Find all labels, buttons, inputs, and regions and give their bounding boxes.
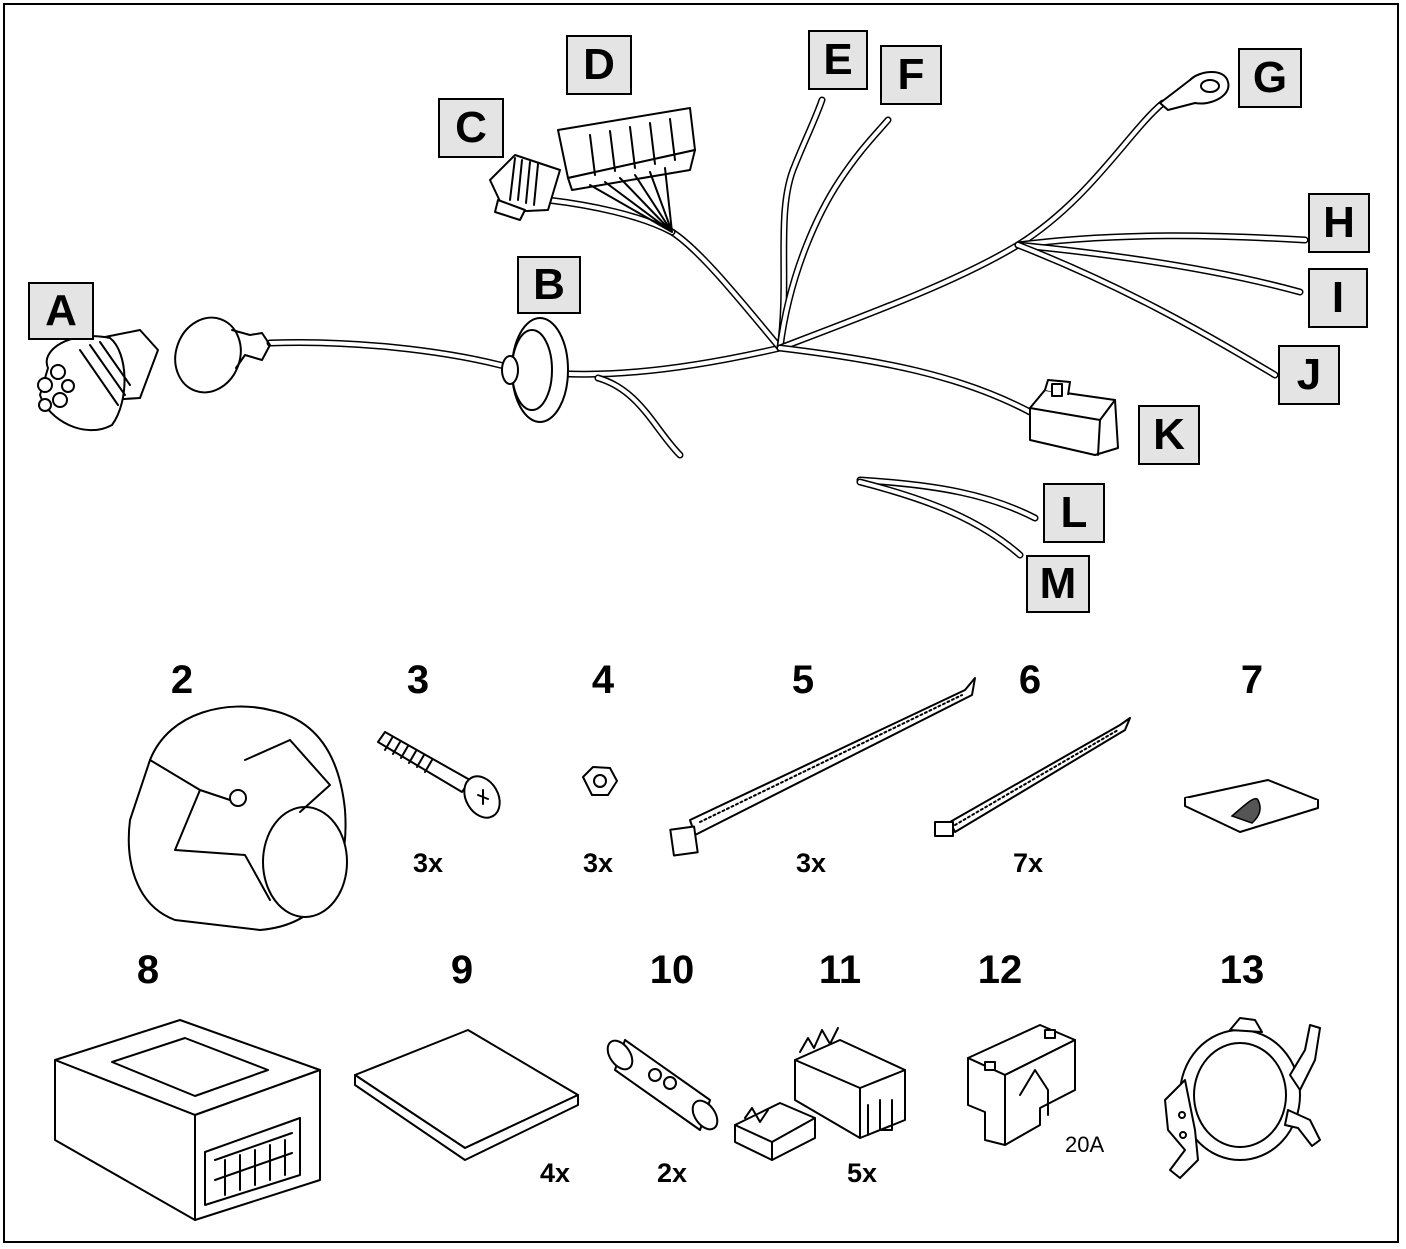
part-number-4: 4: [591, 658, 615, 702]
ring-terminal-g: [1159, 71, 1230, 111]
buzzer-c: [489, 154, 561, 221]
fuse-rating-label: 20A: [1065, 1132, 1105, 1157]
mounting-bracket-part-13: [1164, 1017, 1321, 1179]
control-module-part-8: [54, 1019, 321, 1221]
part-number-2: 2: [170, 658, 194, 702]
label-c: C: [438, 98, 504, 158]
label-m: M: [1026, 555, 1090, 613]
part-number-6: 6: [1018, 658, 1042, 702]
qty-part-3: 3x: [412, 848, 444, 878]
cable-tie-part-6: [934, 717, 1131, 837]
label-b: B: [517, 256, 581, 314]
socket-housing-part-2: [127, 705, 348, 931]
cable-tie-part-5: [669, 677, 976, 857]
adhesive-pad-part-7: [1184, 779, 1319, 833]
part-number-7: 7: [1240, 658, 1264, 702]
label-g: G: [1238, 48, 1302, 108]
label-e: E: [808, 30, 868, 90]
part-number-13: 13: [1219, 948, 1265, 992]
label-k: K: [1138, 405, 1200, 465]
qty-part-5: 3x: [795, 848, 827, 878]
qty-part-6: 7x: [1012, 848, 1044, 878]
qty-part-10: 2x: [656, 1158, 688, 1188]
qty-part-4: 3x: [582, 848, 614, 878]
part-number-8: 8: [136, 948, 160, 992]
label-d: D: [566, 35, 632, 95]
part-number-5: 5: [791, 658, 815, 702]
qty-part-9: 4x: [539, 1158, 571, 1188]
connector-k: [1029, 379, 1119, 456]
label-j: J: [1278, 345, 1340, 405]
wire-tap-part-11: [734, 1027, 906, 1161]
qty-part-11: 5x: [846, 1158, 878, 1188]
diagram-border: [3, 3, 1399, 1243]
part-number-3: 3: [406, 658, 430, 702]
part-number-11: 11: [818, 948, 862, 992]
butt-connector-part-10: [606, 1039, 719, 1131]
part-number-10: 10: [649, 948, 695, 992]
plug-assembly-a: [37, 316, 271, 432]
part-number-9: 9: [450, 948, 474, 992]
connector-d: [557, 107, 696, 233]
label-i: I: [1308, 268, 1368, 328]
screw-part-3: [377, 731, 501, 819]
blade-fuse-part-12: [967, 1024, 1076, 1146]
nut-part-4: [582, 766, 618, 796]
grommet-b: [501, 317, 569, 423]
label-h: H: [1308, 193, 1370, 253]
foam-pad-part-9: [354, 1029, 579, 1161]
part-number-12: 12: [977, 948, 1023, 992]
label-a: A: [28, 282, 94, 340]
label-l: L: [1043, 483, 1105, 543]
main-harness: [266, 96, 1309, 559]
label-f: F: [880, 45, 942, 105]
